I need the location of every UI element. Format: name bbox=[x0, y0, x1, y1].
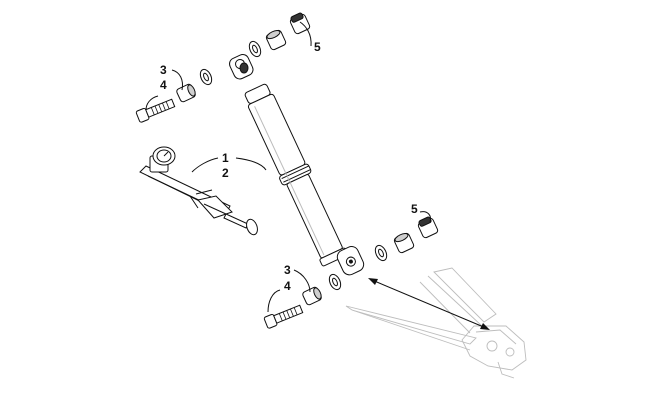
shock-absorber bbox=[229, 53, 365, 276]
callout-2: 2 bbox=[222, 166, 229, 180]
lower-mount-hardware bbox=[302, 216, 439, 306]
callout-3-upper: 3 bbox=[160, 63, 167, 77]
leader-lines bbox=[145, 21, 431, 313]
callout-5-upper: 5 bbox=[314, 40, 321, 54]
callout-4-lower: 4 bbox=[284, 279, 291, 293]
gauge-pump-tool bbox=[139, 146, 258, 236]
callout-4-upper: 4 bbox=[160, 78, 167, 92]
upper-bolt bbox=[135, 98, 176, 123]
upper-mount-hardware bbox=[176, 12, 311, 103]
callout-1: 1 bbox=[222, 151, 229, 165]
callout-5-lower: 5 bbox=[411, 202, 418, 216]
mount-arrow bbox=[368, 278, 490, 330]
lower-bolt bbox=[263, 304, 304, 329]
a-arm-outline bbox=[345, 267, 527, 379]
callout-3-lower: 3 bbox=[284, 263, 291, 277]
